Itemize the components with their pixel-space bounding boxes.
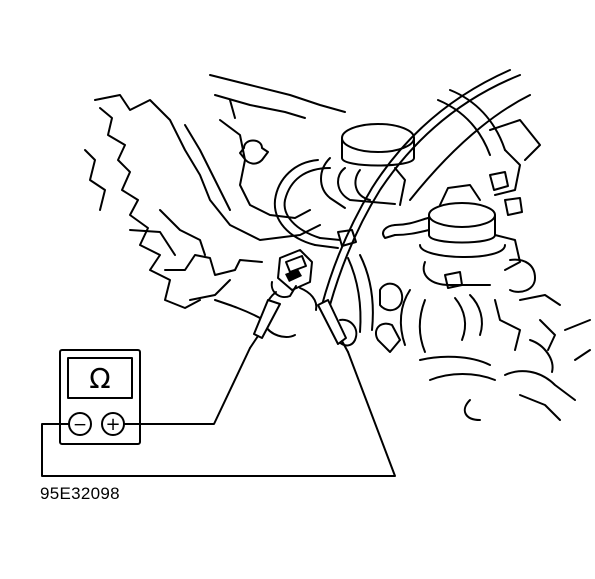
positive-terminal-symbol: + (105, 414, 120, 435)
test-lead-negative (41, 351, 396, 477)
figure-id-label: 95E32098 (40, 484, 120, 503)
negative-terminal-symbol: − (73, 415, 87, 435)
test-probe-negative (249, 299, 281, 349)
test-lead-positive (123, 347, 251, 425)
engine-line-art (84, 69, 591, 421)
multimeter: Ω − + (59, 349, 141, 445)
ohm-symbol: Ω (89, 362, 110, 395)
multimeter-display (67, 357, 133, 399)
sensor-connector (265, 249, 318, 319)
test-probe-positive (317, 299, 349, 353)
